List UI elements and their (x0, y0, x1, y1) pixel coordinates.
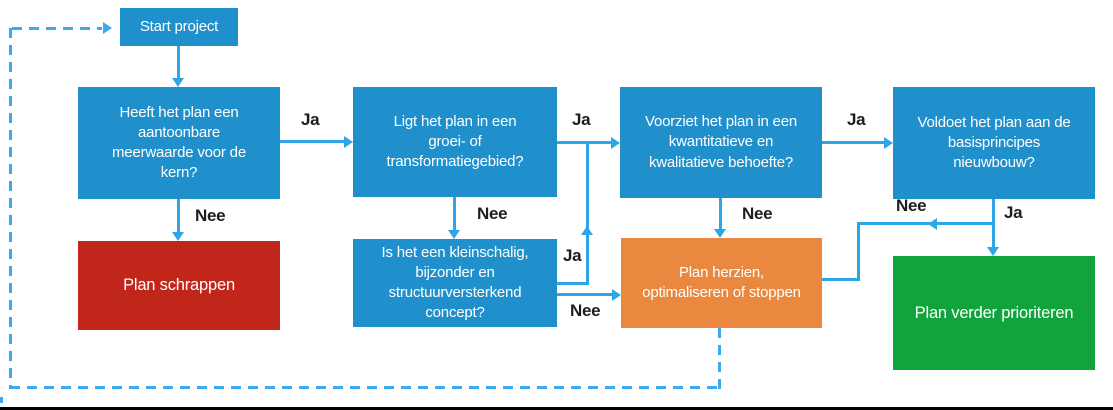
node-kleinschalig-concept-question: Is het een kleinschalig, bijzonder en st… (353, 239, 557, 327)
edge-meerwaarde-gebied-line (280, 140, 344, 143)
node-basisprincipes-question: Voldoet het plan aan de basisprincipes n… (893, 87, 1095, 199)
feedback-loop-left-dashed-line (9, 28, 12, 389)
node-groeigebied-question: Ligt het plan in een groei- of transform… (353, 87, 557, 197)
node-label: Plan herzien, optimaliseren of stoppen (642, 263, 801, 301)
edge-concept-ja-stub-line (557, 282, 589, 285)
edge-label-concept-nee: Nee (570, 301, 601, 320)
arrowhead-right-icon (884, 137, 893, 149)
edge-concept-ja-up-line (586, 143, 589, 284)
node-label: Voorziet het plan in een kwantitatieve e… (645, 113, 797, 171)
node-label: Voldoet het plan aan de basisprincipes n… (917, 113, 1071, 172)
arrowhead-right-icon (611, 137, 620, 149)
edge-concept-herzien-line (557, 293, 613, 296)
edge-behoefte-herzien-line (719, 198, 722, 229)
edge-label-behoefte-nee: Nee (742, 204, 773, 223)
arrowhead-down-icon (172, 232, 184, 241)
node-label: Ligt het plan in een groei- of transform… (386, 112, 524, 171)
edge-label-behoefte-ja: Ja (847, 110, 866, 129)
feedback-loop-down-dashed-line (718, 328, 721, 389)
arrowhead-left-icon (928, 218, 937, 230)
edge-label-concept-ja: Ja (563, 246, 582, 265)
node-label: Plan schrappen (123, 276, 235, 295)
node-label: Heeft het plan een aantoonbare meerwaard… (112, 103, 246, 182)
feedback-loop-top-dashed-line (12, 27, 102, 30)
node-plan-schrappen: Plan schrappen (78, 241, 280, 330)
bottom-border-line (0, 407, 1113, 410)
edge-basisprincipes-nee-down-line (857, 222, 860, 281)
arrowhead-right-icon (612, 289, 621, 301)
arrowhead-right-icon (103, 22, 112, 34)
arrowhead-down-icon (448, 230, 460, 239)
node-label: Is het een kleinschalig, bijzonder en st… (381, 243, 529, 322)
arrowhead-up-icon (581, 226, 593, 235)
node-plan-verder-prioriteren: Plan verder prioriteren (893, 256, 1095, 370)
feedback-loop-bottom-dashed-line (10, 386, 720, 389)
edge-label-basisprincipes-ja: Ja (1004, 203, 1023, 222)
dash-fragment (0, 397, 3, 403)
arrowhead-down-icon (714, 229, 726, 238)
arrowhead-right-icon (344, 136, 353, 148)
edge-basisprincipes-nee-top-line (857, 222, 994, 225)
node-behoefte-question: Voorziet het plan in een kwantitatieve e… (620, 87, 822, 198)
edge-label-meerwaarde-nee: Nee (195, 206, 226, 225)
arrowhead-down-icon (987, 247, 999, 256)
arrowhead-down-icon (172, 78, 184, 87)
edge-label-basisprincipes-nee: Nee (896, 196, 927, 215)
edge-start-meerwaarde-line (177, 46, 180, 79)
node-start-project: Start project (120, 8, 238, 46)
node-label: Start project (139, 17, 219, 35)
edge-label-gebied-nee: Nee (477, 204, 508, 223)
edge-gebied-behoefte-line (557, 141, 611, 144)
edge-behoefte-basisprincipes-line (822, 141, 884, 144)
edge-label-gebied-ja: Ja (572, 110, 591, 129)
node-meerwaarde-question: Heeft het plan een aantoonbare meerwaard… (78, 87, 280, 199)
node-label: Plan verder prioriteren (914, 303, 1074, 322)
edge-basisprincipes-nee-into-herzien-line (822, 278, 860, 281)
edge-meerwaarde-schrappen-line (177, 199, 180, 232)
edge-label-meerwaarde-ja: Ja (301, 110, 320, 129)
node-plan-herzien: Plan herzien, optimaliseren of stoppen (621, 238, 822, 328)
edge-gebied-concept-line (453, 197, 456, 230)
